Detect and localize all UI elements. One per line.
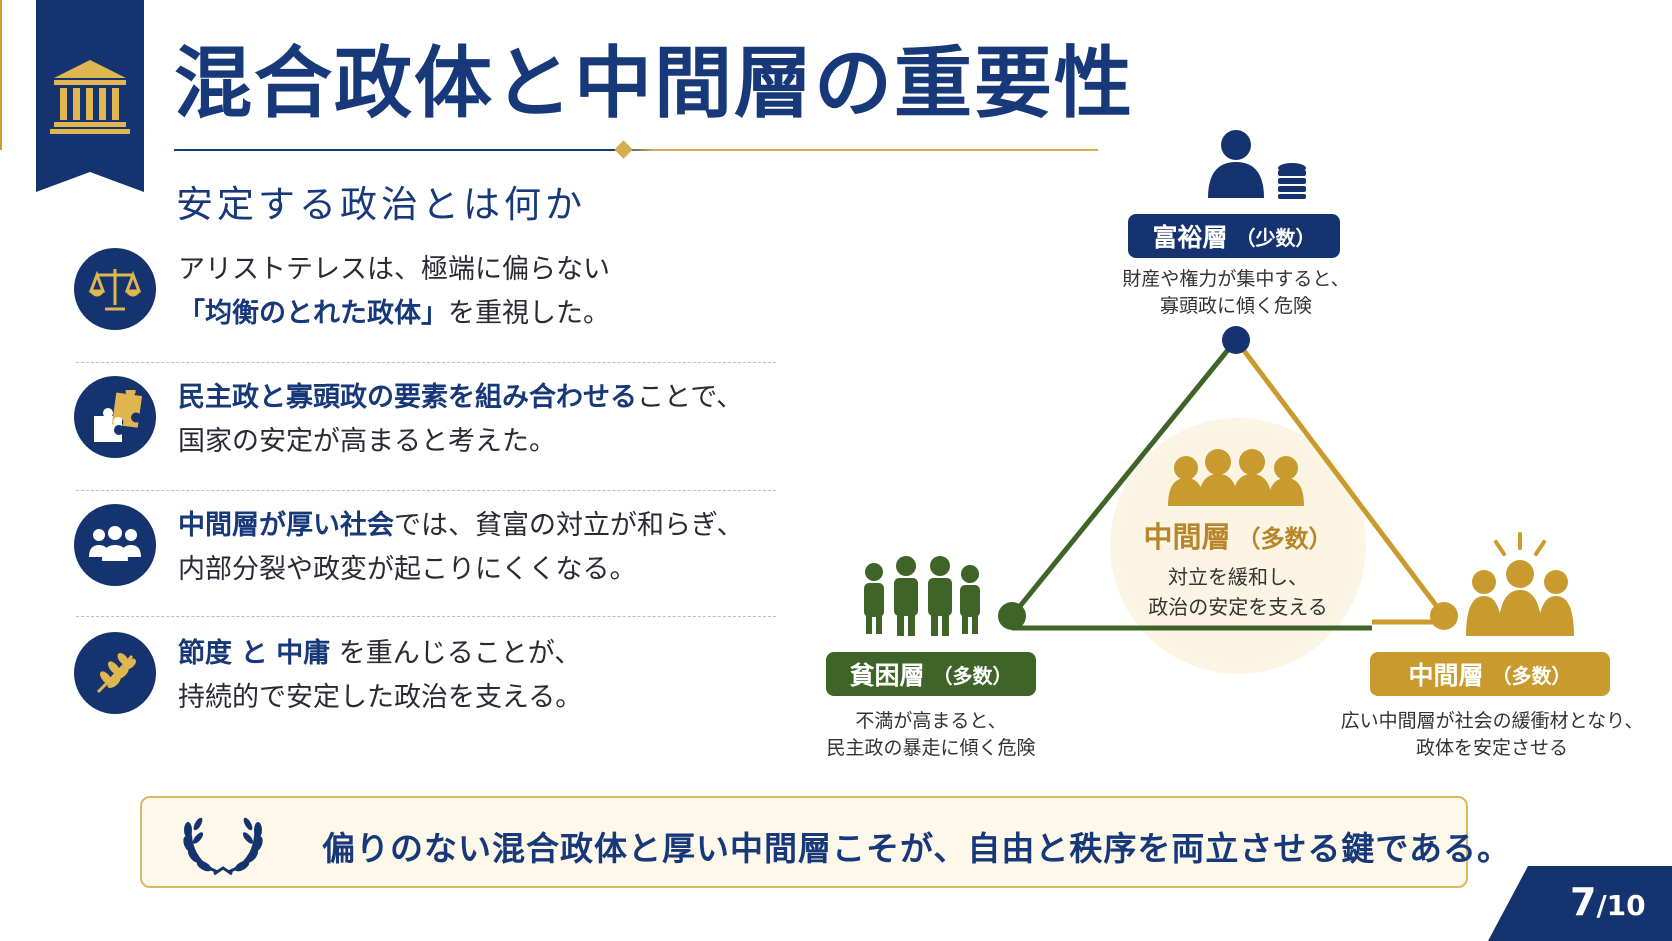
- node-left: [998, 602, 1026, 630]
- point-mixed-constitution: 民主政と寡頭政の要素を組み合わせることで、 国家の安定が高まると考えた。: [72, 376, 782, 502]
- coin-stack-icon: [1278, 163, 1306, 199]
- middle-class-group-icon: [1168, 449, 1304, 506]
- page-badge: [1488, 866, 1672, 941]
- laurel-wreath-icon: [178, 808, 268, 884]
- middle-class-label: 中間層（多数）: [1370, 652, 1610, 696]
- center-halo: [1110, 418, 1366, 674]
- poor-crowd-icon: [864, 556, 980, 636]
- wealthy-label: 富裕層（少数）: [1128, 214, 1340, 258]
- title-underline: [174, 149, 1098, 151]
- middle-class-description: 広い中間層が社会の緩衝材となり、 政体を安定させる: [1340, 710, 1644, 759]
- spark-icon: [1494, 532, 1546, 556]
- conclusion-box: 偏りのない混合政体と厚い中間層こそが、自由と秩序を両立させる鍵である。: [140, 796, 1510, 888]
- middle-class-trio-icon: [1466, 560, 1574, 636]
- institution-icon: [50, 60, 130, 134]
- title-banner: [36, 0, 144, 192]
- page-subtitle: 安定する政治とは何か: [176, 183, 586, 226]
- poor-label: 貧困層（多数）: [826, 652, 1036, 696]
- divider: [76, 490, 776, 491]
- page-title: 混合政体と中間層の重要性: [174, 39, 1135, 129]
- point-text: 民主政と寡頭政の要素を組み合わせることで、 国家の安定が高まると考えた。: [178, 382, 744, 457]
- scales-icon: [74, 248, 156, 330]
- laurel-branch-icon: [74, 632, 156, 714]
- left-edge-accent: [0, 0, 2, 150]
- divider: [76, 362, 776, 363]
- center-description: 対立を緩和し、 政治の安定を支える: [1148, 565, 1328, 619]
- conclusion-text: 偏りのない混合政体と厚い中間層こそが、自由と秩序を両立させる鍵である。: [322, 829, 1512, 868]
- point-balanced-polity: アリストテレスは、極端に偏らない 「均衡のとれた政体」を重視した。: [72, 248, 782, 374]
- triangle-edge-right: [1234, 338, 1446, 618]
- page-number: 7/10: [1570, 880, 1646, 924]
- point-text: 中間層が厚い社会では、貧富の対立が和らぎ、 内部分裂や政変が起こりにくくなる。: [178, 510, 744, 585]
- node-right: [1430, 602, 1458, 630]
- center-middle-class-label: 中間層（多数）: [1143, 520, 1333, 554]
- point-text: アリストテレスは、極端に偏らない 「均衡のとれた政体」を重視した。: [178, 254, 610, 329]
- group-icon: [74, 504, 156, 586]
- puzzle-icon: [74, 376, 156, 458]
- node-top: [1222, 326, 1250, 354]
- triangle-edge-left: [1010, 338, 1238, 618]
- point-middle-class: 中間層が厚い社会では、貧富の対立が和らぎ、 内部分裂や政変が起こりにくくなる。: [72, 504, 782, 630]
- point-moderation: 節度 と 中庸 を重んじることが、 持続的で安定した政治を支える。: [72, 632, 782, 758]
- point-text: 節度 と 中庸 を重んじることが、 持続的で安定した政治を支える。: [178, 638, 583, 713]
- wealthy-person-icon: [1208, 130, 1264, 198]
- wealthy-description: 財産や権力が集中すると、 寡頭政に傾く危険: [1122, 268, 1350, 317]
- poor-description: 不満が高まると、 民主政の暴走に傾く危険: [826, 710, 1036, 759]
- divider: [76, 616, 776, 617]
